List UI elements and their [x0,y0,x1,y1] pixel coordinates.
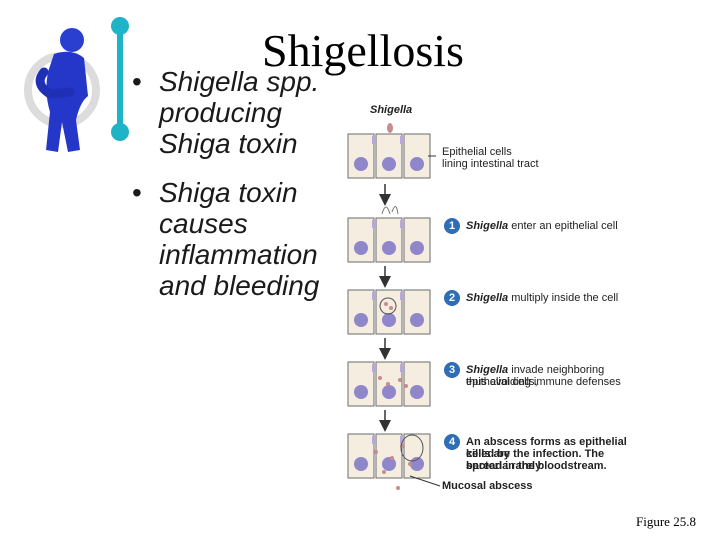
step-number: 1 [444,218,460,234]
slide-title: Shigellosis [262,25,464,76]
bullet-line: and bleeding [159,270,320,301]
shigella-infection-figure: Shigella Epithelial cells lining intesti… [340,96,640,516]
step-label: Shigella multiply inside the cell [466,292,619,304]
step-label: Shigella enter an epithelial cell [466,220,618,232]
bullet-list: • Shigella spp. producing Shiga toxin • … [132,66,352,301]
bullet-line: Shiga toxin [159,177,298,208]
tissue-label-2: lining intestinal tract [442,158,539,170]
slide-logo [24,17,129,152]
step-number: 2 [444,290,460,306]
bullet-item: • Shigella spp. producing Shiga toxin [132,66,352,159]
bullet-dot: • [132,66,142,97]
abscess-label: Mucosal abscess [442,480,533,492]
step-label: An abscess forms as epithelial cells are [466,436,627,460]
bullet-line: Shiga toxin [159,128,298,159]
bullet-item: • Shiga toxin causes inflammation and bl… [132,177,352,301]
tissue-label-1: Epithelial cells [442,146,512,158]
epithelial-row [348,290,430,334]
bullet-line: Shigella spp. [159,66,320,97]
bullet-dot: • [132,177,142,208]
infection-diagram [340,123,441,490]
step-label-line: killed by the infection. The bacteria ra… [466,448,605,472]
step-number: 3 [444,362,460,378]
figure-caption: Figure 25.8 [636,514,696,529]
step-label-line: thus avoiding immune defenses [466,376,621,388]
epithelial-row [348,134,430,178]
bullet-line: causes [159,208,248,239]
bullet-line: producing [159,97,282,128]
bullet-line: inflammation [159,239,318,270]
epithelial-row [348,434,430,478]
step-label-line: spread in the bloodstream. [466,460,607,472]
step-number: 4 [444,434,460,450]
epithelial-row [348,218,430,262]
step-label: Shigella invade neighboring epithelial c… [466,364,605,388]
shigella-top-label: Shigella [370,104,413,116]
